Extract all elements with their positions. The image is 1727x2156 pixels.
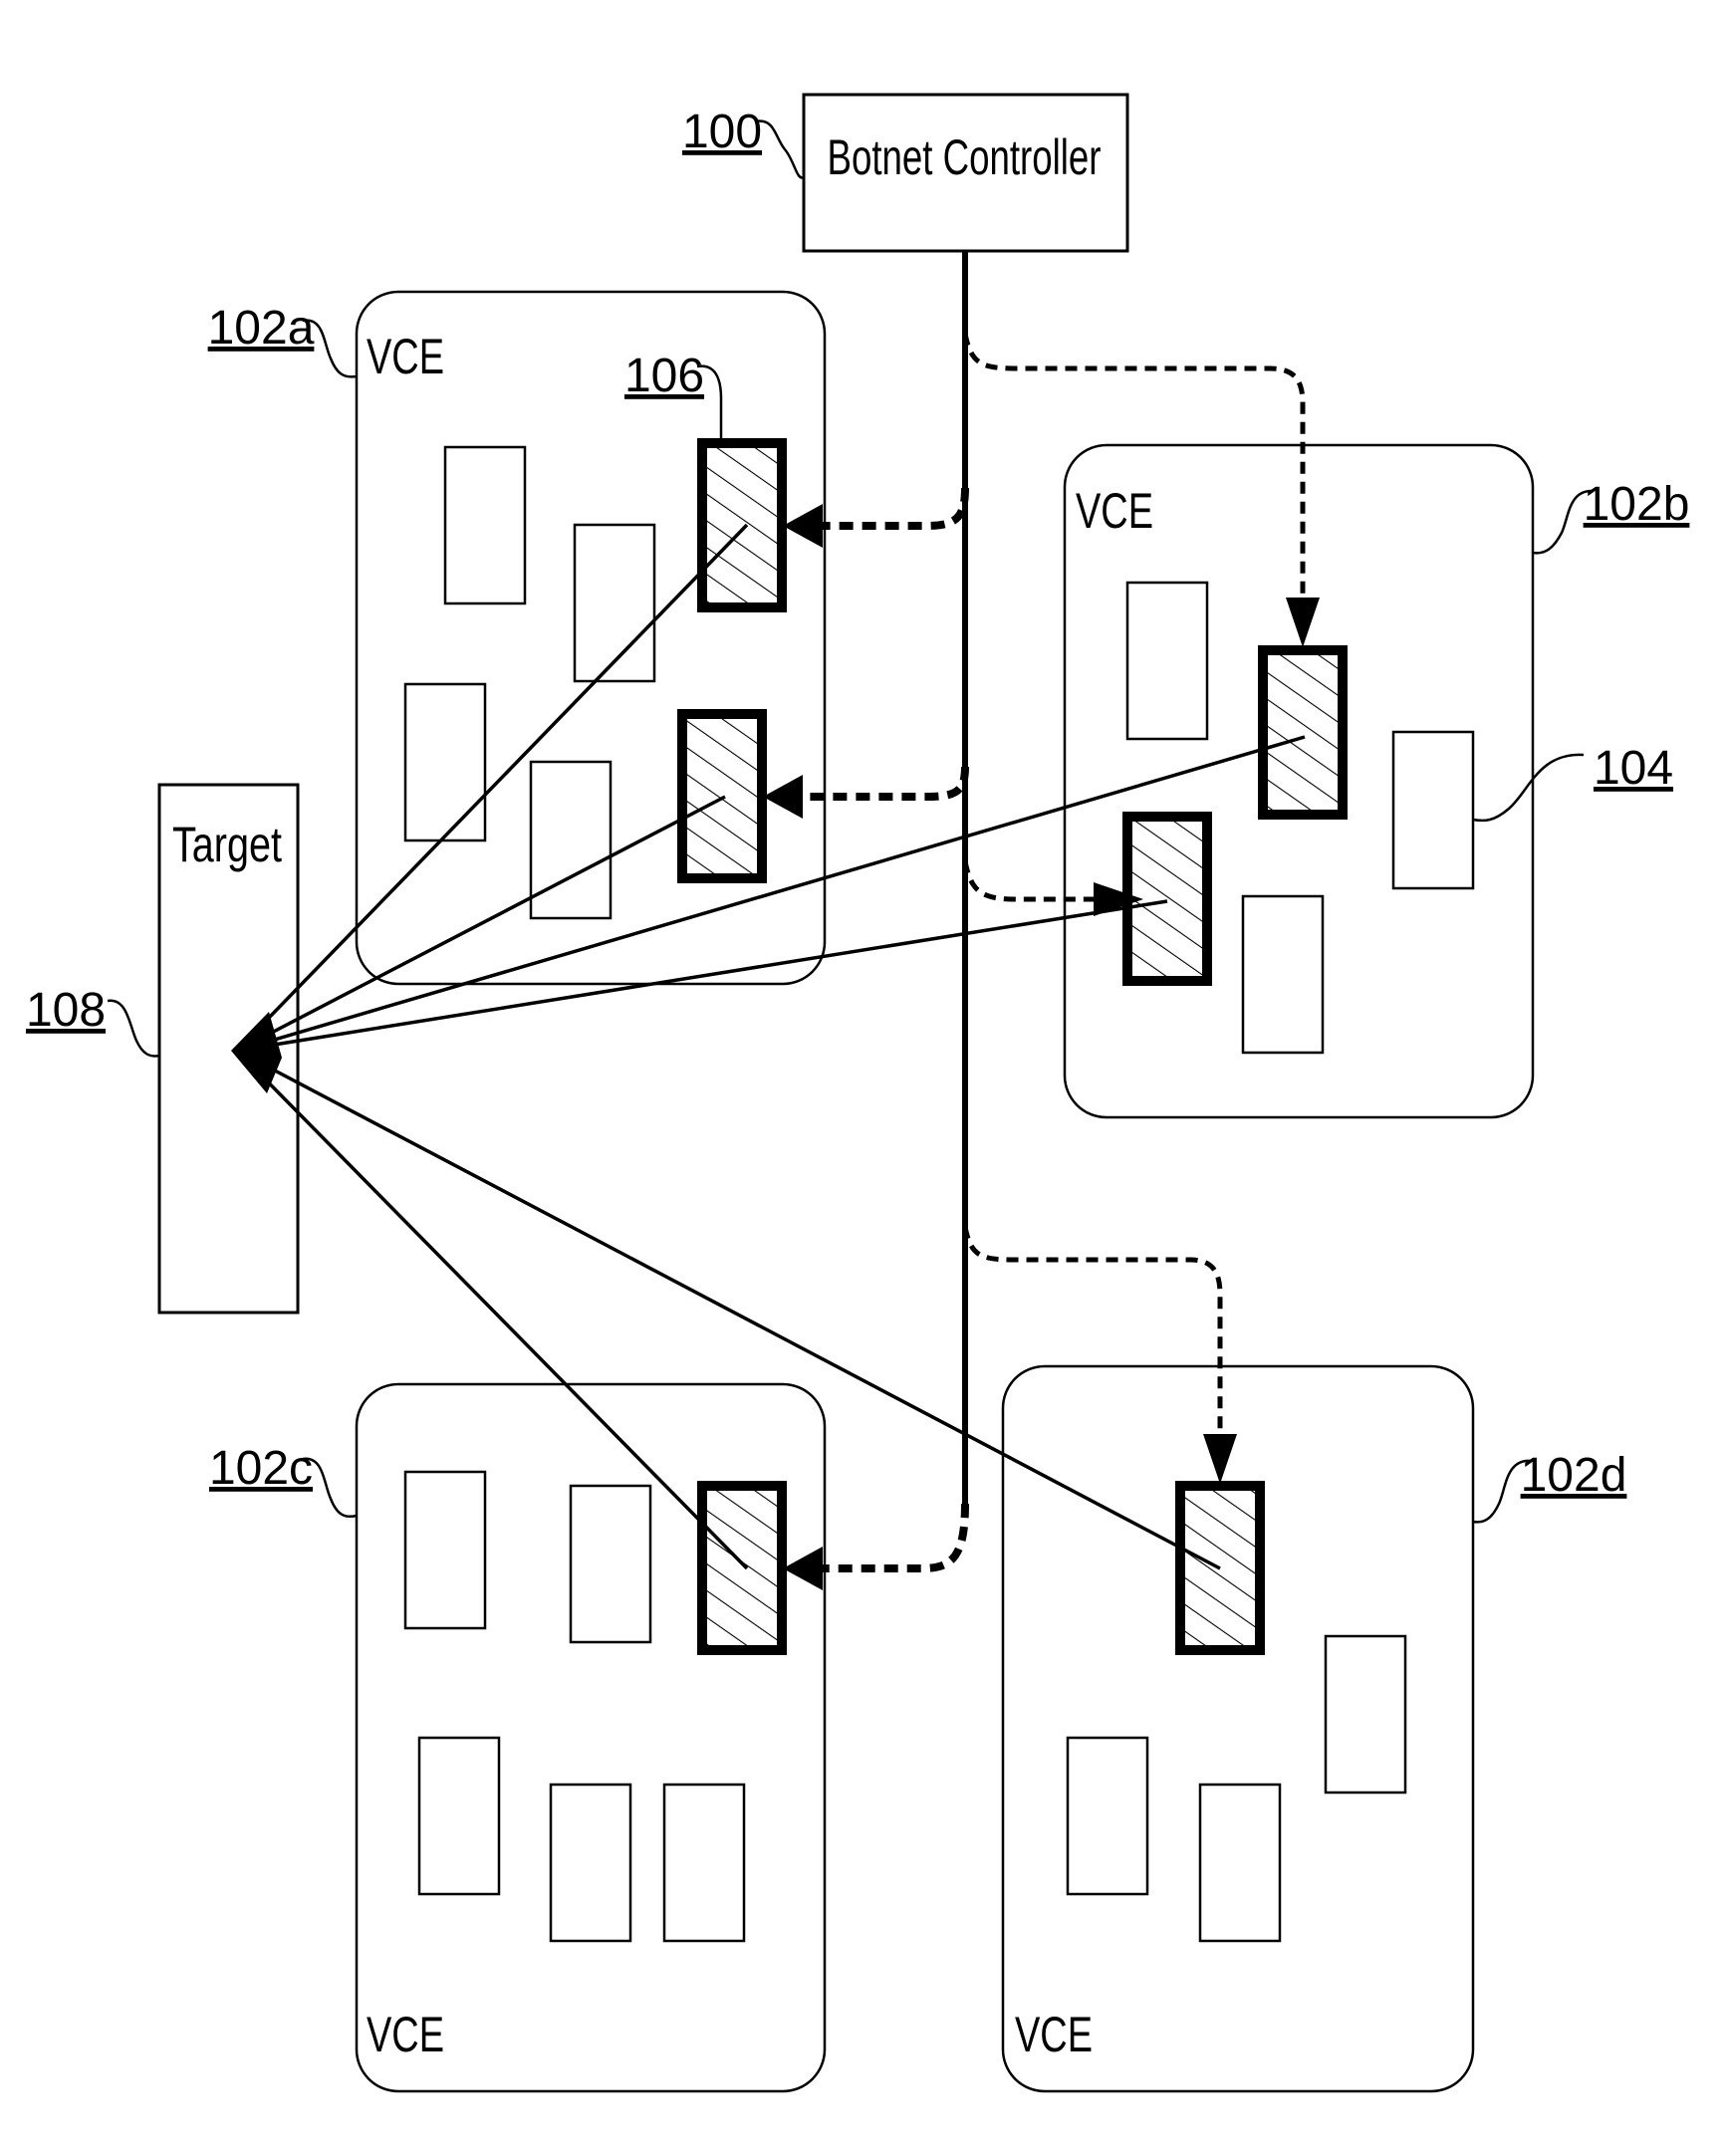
ref-100-label: 100 [682,106,762,158]
vm-box [405,684,485,840]
vm-box [1243,896,1323,1053]
ref-104: 104 [1473,742,1673,821]
vm-box [405,1472,485,1628]
ref-102a-label: 102a [208,302,315,355]
ref-102c-label: 102c [209,1442,313,1495]
vm-box [1127,583,1207,739]
vm-box [575,525,654,681]
command-arrowheads-left [763,504,823,1590]
ref-106: 106 [624,350,721,443]
vce-102c-label: VCE [367,2007,444,2062]
ref-102d-label: 102d [1521,1449,1627,1502]
vm-box [571,1486,650,1642]
command-paths [797,488,965,1568]
ref-102b: 102b [1533,478,1689,553]
vm-box [419,1738,499,1894]
bot-box [702,443,782,607]
ref-100: 100 [682,106,804,178]
ref-104-label: 104 [1594,742,1673,795]
controller-label: Botnet Controller [828,129,1102,185]
vce-102a-label: VCE [367,329,444,384]
ref-102c: 102c [209,1442,357,1517]
bot-box [682,714,762,878]
bot-box [702,1486,782,1650]
vm-box [664,1785,744,1941]
vm-box [551,1785,630,1941]
botnet-controller: Botnet Controller [804,95,1127,251]
vm-box [1326,1636,1405,1793]
vm-box [1068,1738,1147,1894]
target-label: Target [172,817,282,872]
bot-box [1263,650,1343,815]
ref-106-label: 106 [624,350,704,402]
vm-box [445,447,525,603]
vm-box [1393,732,1473,888]
ref-102b-label: 102b [1584,478,1690,531]
vm-box [1200,1785,1280,1941]
ref-102d: 102d [1473,1449,1626,1522]
vce-102d: VCE [1003,1366,1473,2091]
ref-108-label: 108 [26,984,106,1037]
ref-108: 108 [26,984,159,1056]
vce-102b-label: VCE [1076,483,1153,539]
ref-102a: 102a [208,302,357,376]
vce-102d-label: VCE [1015,2007,1093,2062]
vm-box [531,762,611,918]
